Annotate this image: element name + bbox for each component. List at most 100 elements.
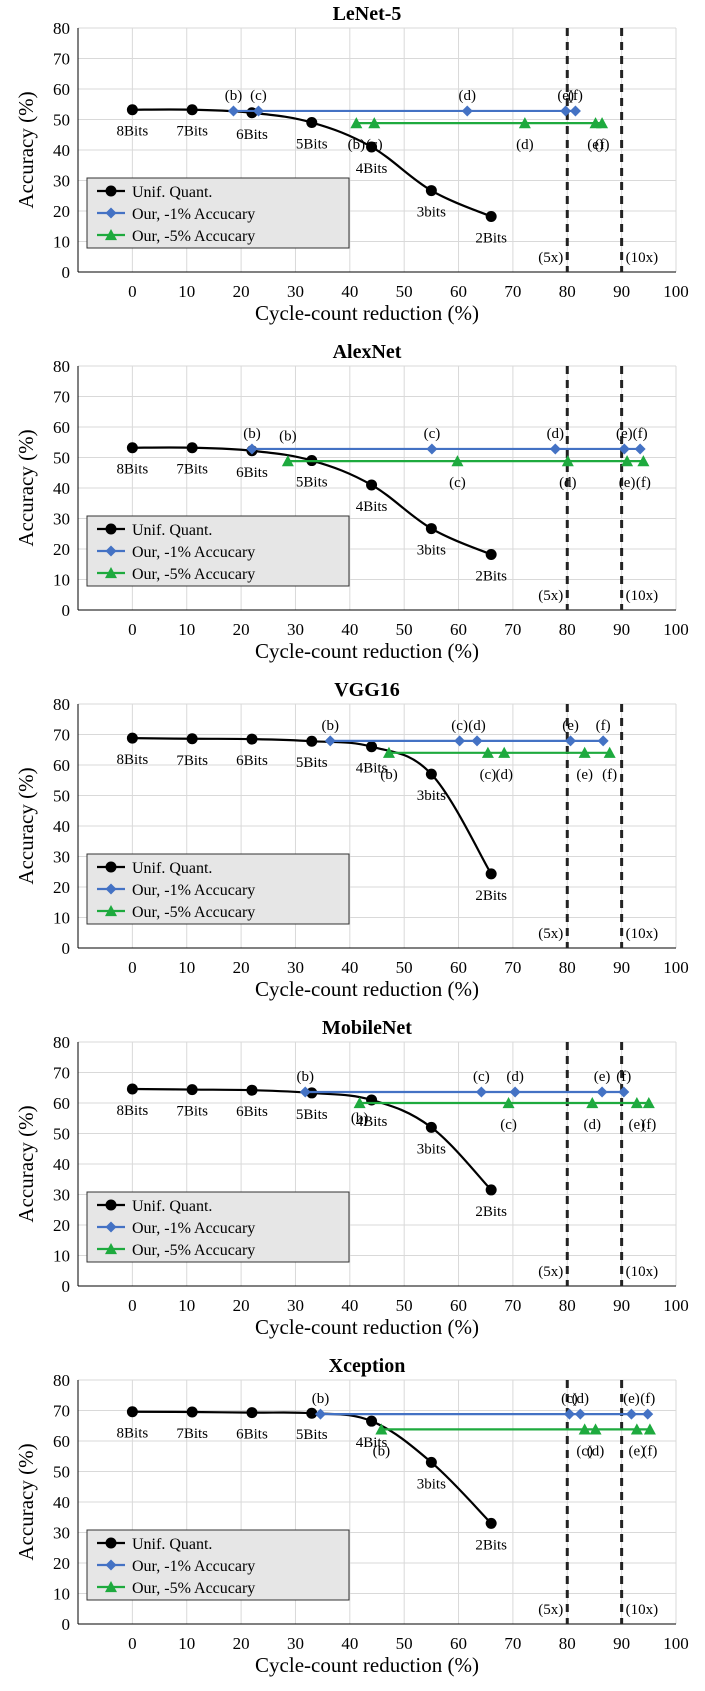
y-tick-label: 60 xyxy=(53,1094,70,1113)
circle-marker xyxy=(186,442,198,454)
diamond-marker xyxy=(324,735,336,747)
triangle-marker xyxy=(518,117,531,129)
legend-label: Unif. Quant. xyxy=(132,1198,212,1215)
circle-marker xyxy=(246,733,258,745)
reference-label: (10x) xyxy=(626,588,659,604)
point-label: 3bits xyxy=(417,1141,446,1157)
legend-diamond-marker xyxy=(105,1559,117,1571)
reference-label: (5x) xyxy=(538,250,563,266)
diamond-marker xyxy=(625,1408,637,1420)
x-tick-label: 0 xyxy=(128,1296,137,1315)
x-tick-label: 30 xyxy=(287,282,304,301)
legend-label: Our, -1% Accucary xyxy=(132,206,255,223)
point-label: (c) xyxy=(473,1069,490,1085)
y-tick-label: 50 xyxy=(53,111,70,130)
point-label: (f) xyxy=(642,1443,657,1459)
y-tick-label: 20 xyxy=(53,1216,70,1235)
y-tick-label: 60 xyxy=(53,756,70,775)
y-tick-label: 70 xyxy=(53,726,70,745)
legend-label: Our, -5% Accucary xyxy=(132,566,255,583)
circle-marker xyxy=(126,1083,138,1095)
reference-label: (5x) xyxy=(538,588,563,604)
y-tick-label: 70 xyxy=(53,1064,70,1083)
y-tick-label: 10 xyxy=(53,571,70,590)
diamond-marker xyxy=(509,1086,521,1098)
point-label: (e) xyxy=(587,137,604,153)
y-tick-label: 20 xyxy=(53,1554,70,1573)
point-label: 2Bits xyxy=(475,1204,507,1220)
point-label: (c) xyxy=(424,426,441,442)
chart-title: VGG16 xyxy=(334,679,400,701)
x-tick-label: 70 xyxy=(504,1296,521,1315)
point-label: 4Bits xyxy=(356,499,388,515)
point-label: (d) xyxy=(547,426,565,442)
legend-diamond-marker xyxy=(105,1221,117,1233)
diamond-marker xyxy=(475,1086,487,1098)
point-label: 6Bits xyxy=(236,127,268,143)
x-tick-label: 20 xyxy=(233,282,250,301)
legend-box xyxy=(86,1529,350,1601)
y-tick-label: 60 xyxy=(53,80,70,99)
point-label: (f) xyxy=(640,1391,655,1407)
point-label: (e) xyxy=(616,426,633,442)
triangle-marker xyxy=(637,455,650,467)
x-tick-label: 40 xyxy=(341,282,358,301)
reference-label: (5x) xyxy=(538,1264,563,1280)
point-label: 7Bits xyxy=(176,1104,208,1120)
point-label: 5Bits xyxy=(296,755,328,771)
x-tick-label: 70 xyxy=(504,282,521,301)
legend-label: Unif. Quant. xyxy=(132,522,212,539)
point-label: (f) xyxy=(568,88,583,104)
point-label: (b) xyxy=(348,137,366,153)
x-tick-label: 60 xyxy=(450,620,467,639)
y-axis-title: Accuracy (%) xyxy=(14,91,38,208)
x-tick-label: 90 xyxy=(613,1634,630,1653)
reference-label: (10x) xyxy=(626,1602,659,1618)
y-tick-label: 60 xyxy=(53,1432,70,1451)
point-label: (c) xyxy=(500,1117,517,1133)
y-tick-label: 30 xyxy=(53,1524,70,1543)
x-tick-label: 50 xyxy=(396,1634,413,1653)
triangle-marker xyxy=(353,1097,366,1109)
x-tick-label: 30 xyxy=(287,1296,304,1315)
legend-triangle-marker xyxy=(105,1243,117,1255)
triangle-marker xyxy=(498,746,511,758)
y-tick-label: 30 xyxy=(53,1186,70,1205)
triangle-marker xyxy=(350,117,363,129)
circle-marker xyxy=(306,735,318,747)
y-tick-label: 80 xyxy=(53,695,70,714)
legend-label: Unif. Quant. xyxy=(132,184,212,201)
circle-marker xyxy=(425,185,437,197)
point-label: (d) xyxy=(468,718,486,734)
triangle-marker xyxy=(481,746,494,758)
x-tick-label: 10 xyxy=(178,620,195,639)
x-tick-label: 50 xyxy=(396,620,413,639)
point-label: 8Bits xyxy=(117,752,149,768)
x-tick-label: 70 xyxy=(504,958,521,977)
legend-triangle-marker xyxy=(105,1581,117,1593)
y-tick-label: 70 xyxy=(53,1402,70,1421)
legend-box xyxy=(86,515,350,587)
y-tick-label: 50 xyxy=(53,449,70,468)
x-tick-label: 0 xyxy=(128,282,137,301)
circle-marker xyxy=(485,548,497,560)
y-tick-label: 10 xyxy=(53,909,70,928)
y-tick-label: 70 xyxy=(53,50,70,69)
reference-label: (10x) xyxy=(626,926,659,942)
x-tick-label: 60 xyxy=(450,958,467,977)
x-axis-title: Cycle-count reduction (%) xyxy=(255,977,479,1001)
point-label: 7Bits xyxy=(176,462,208,478)
x-tick-label: 0 xyxy=(128,620,137,639)
y-tick-label: 40 xyxy=(53,141,70,160)
diamond-marker xyxy=(618,1086,630,1098)
reference-label: (5x) xyxy=(538,926,563,942)
diamond-marker xyxy=(618,443,630,455)
legend-circle-marker xyxy=(105,1537,117,1549)
point-label: (d) xyxy=(559,475,577,491)
diamond-marker xyxy=(569,105,581,117)
chart-title: Xception xyxy=(329,1355,406,1377)
x-tick-label: 80 xyxy=(559,958,576,977)
x-tick-label: 100 xyxy=(663,958,689,977)
